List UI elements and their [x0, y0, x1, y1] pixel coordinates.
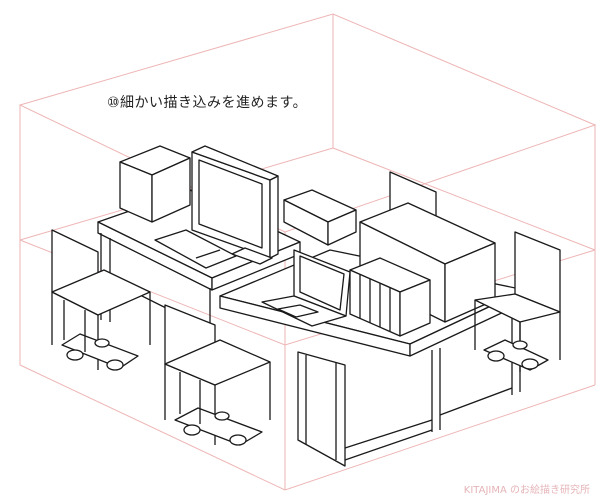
- credit-watermark: KITAJIMA のお絵描き研究所: [463, 485, 590, 496]
- crt-monitor: [191, 145, 279, 265]
- desktop-tower: [119, 145, 191, 223]
- front-chair: [164, 304, 271, 446]
- laptop: [261, 249, 351, 327]
- right-chair: [474, 231, 561, 372]
- left-chair: [51, 229, 151, 371]
- binders: [349, 257, 431, 337]
- keyboard: [154, 229, 237, 269]
- step-caption: ⑩細かい描き込みを進めます。: [107, 95, 308, 111]
- printer-box: [283, 189, 357, 246]
- furniture-lineart: [51, 145, 561, 467]
